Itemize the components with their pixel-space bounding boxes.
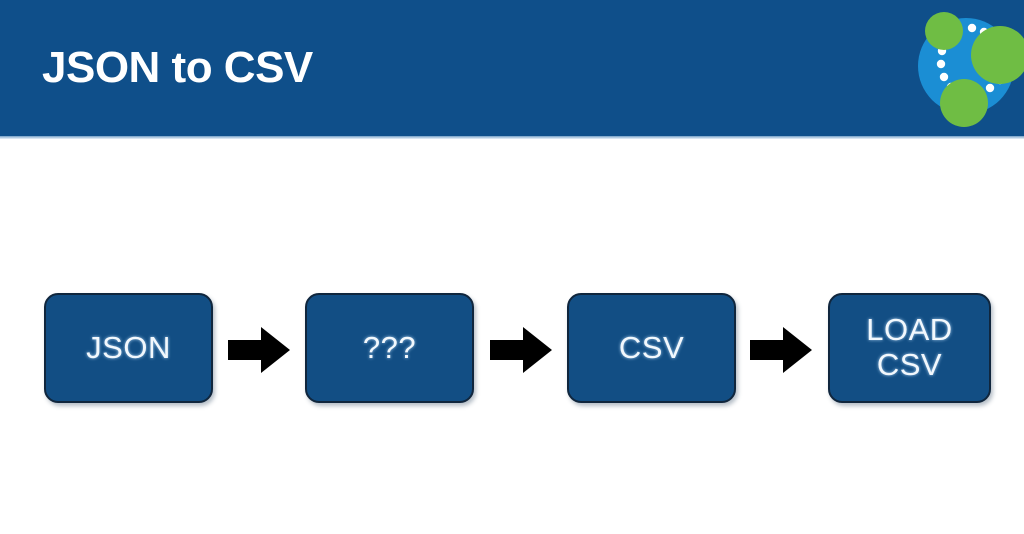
header-bar [0, 0, 1024, 136]
logo-node-top [925, 12, 963, 50]
flow-step-label: LOAD CSV [866, 312, 953, 382]
flow-step-json[interactable]: JSON [44, 293, 213, 403]
page-title: JSON to CSV [42, 43, 313, 92]
flow-step-load-csv[interactable]: LOAD CSV [828, 293, 991, 403]
flow-step-csv[interactable]: CSV [567, 293, 736, 403]
flow-arrow-right-icon [750, 325, 812, 375]
flow-step-label: ??? [362, 329, 417, 365]
neo4j-logo [908, 2, 1024, 132]
header-underline-divider [0, 136, 1024, 139]
logo-node-bottom [940, 79, 988, 127]
flow-step-label: CSV [618, 329, 685, 365]
logo-node-right [971, 26, 1024, 84]
flow-step-unknown[interactable]: ??? [305, 293, 474, 403]
flow-step-label: JSON [86, 329, 171, 365]
flow-arrow-right-icon [228, 325, 290, 375]
flow-arrow-right-icon [490, 325, 552, 375]
